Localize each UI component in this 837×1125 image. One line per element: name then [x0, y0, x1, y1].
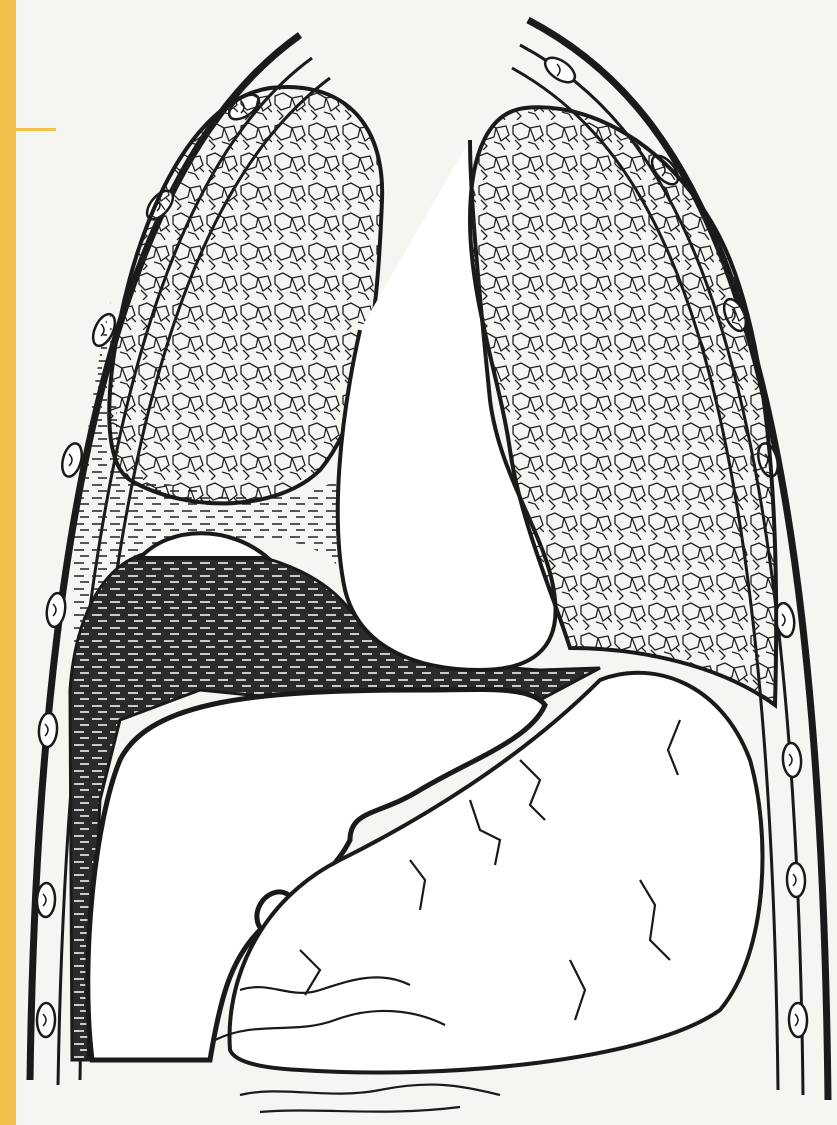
- anatomy-svg: [0, 0, 837, 1125]
- diagram-canvas: [0, 0, 837, 1125]
